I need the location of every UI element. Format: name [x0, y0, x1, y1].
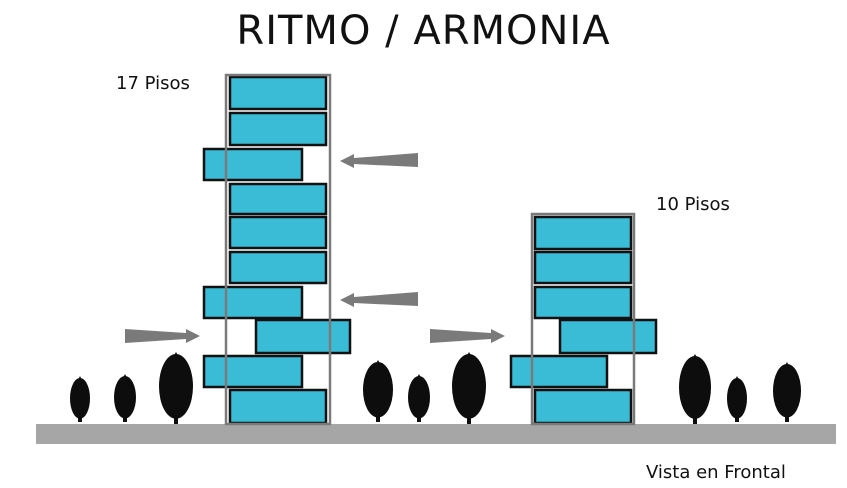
arrow-right-icon	[430, 329, 505, 343]
arrow-left-icon	[340, 153, 418, 168]
tower-2-floor	[558, 318, 658, 355]
tower-2-floor	[533, 250, 633, 285]
tower-2-floors-label: 10 Pisos	[656, 194, 730, 215]
tree-icon	[70, 376, 90, 422]
tower-2-floor	[533, 388, 633, 425]
tower-1	[202, 73, 352, 426]
tree-icon	[727, 376, 747, 422]
tower-1-floor	[228, 388, 328, 425]
trees-group	[70, 352, 801, 424]
tree-icon	[159, 352, 193, 424]
arrow-left-icon	[340, 292, 418, 307]
diagram-title: RITMO / ARMONIA	[236, 8, 611, 54]
tower-1-frame	[224, 73, 332, 426]
tower-1-floor	[228, 215, 328, 250]
tree-icon	[114, 374, 136, 422]
arrows-group	[125, 153, 505, 343]
ground-strip	[36, 424, 836, 444]
tree-icon	[679, 354, 711, 424]
view-caption: Vista en Frontal	[646, 462, 786, 483]
tree-icon	[408, 374, 430, 422]
tower-1-floor	[228, 111, 328, 147]
tower-2-floor	[533, 215, 633, 251]
tower-1-floor	[202, 285, 304, 320]
tower-2-floor	[533, 285, 633, 320]
tower-1-floor	[228, 250, 328, 285]
tower-2-floor	[509, 354, 609, 389]
tower-2	[509, 212, 658, 426]
tower-1-floor	[202, 354, 304, 389]
arrow-right-icon	[125, 329, 200, 343]
tree-icon	[773, 362, 801, 422]
tower-1-floor	[228, 75, 328, 111]
tower-1-floors-label: 17 Pisos	[116, 73, 190, 94]
tree-icon	[452, 352, 486, 424]
tower-1-floor	[254, 318, 352, 355]
tower-1-floor	[228, 182, 328, 216]
tower-2-frame	[530, 212, 636, 426]
tree-icon	[363, 360, 393, 422]
tower-1-floor	[202, 147, 304, 182]
